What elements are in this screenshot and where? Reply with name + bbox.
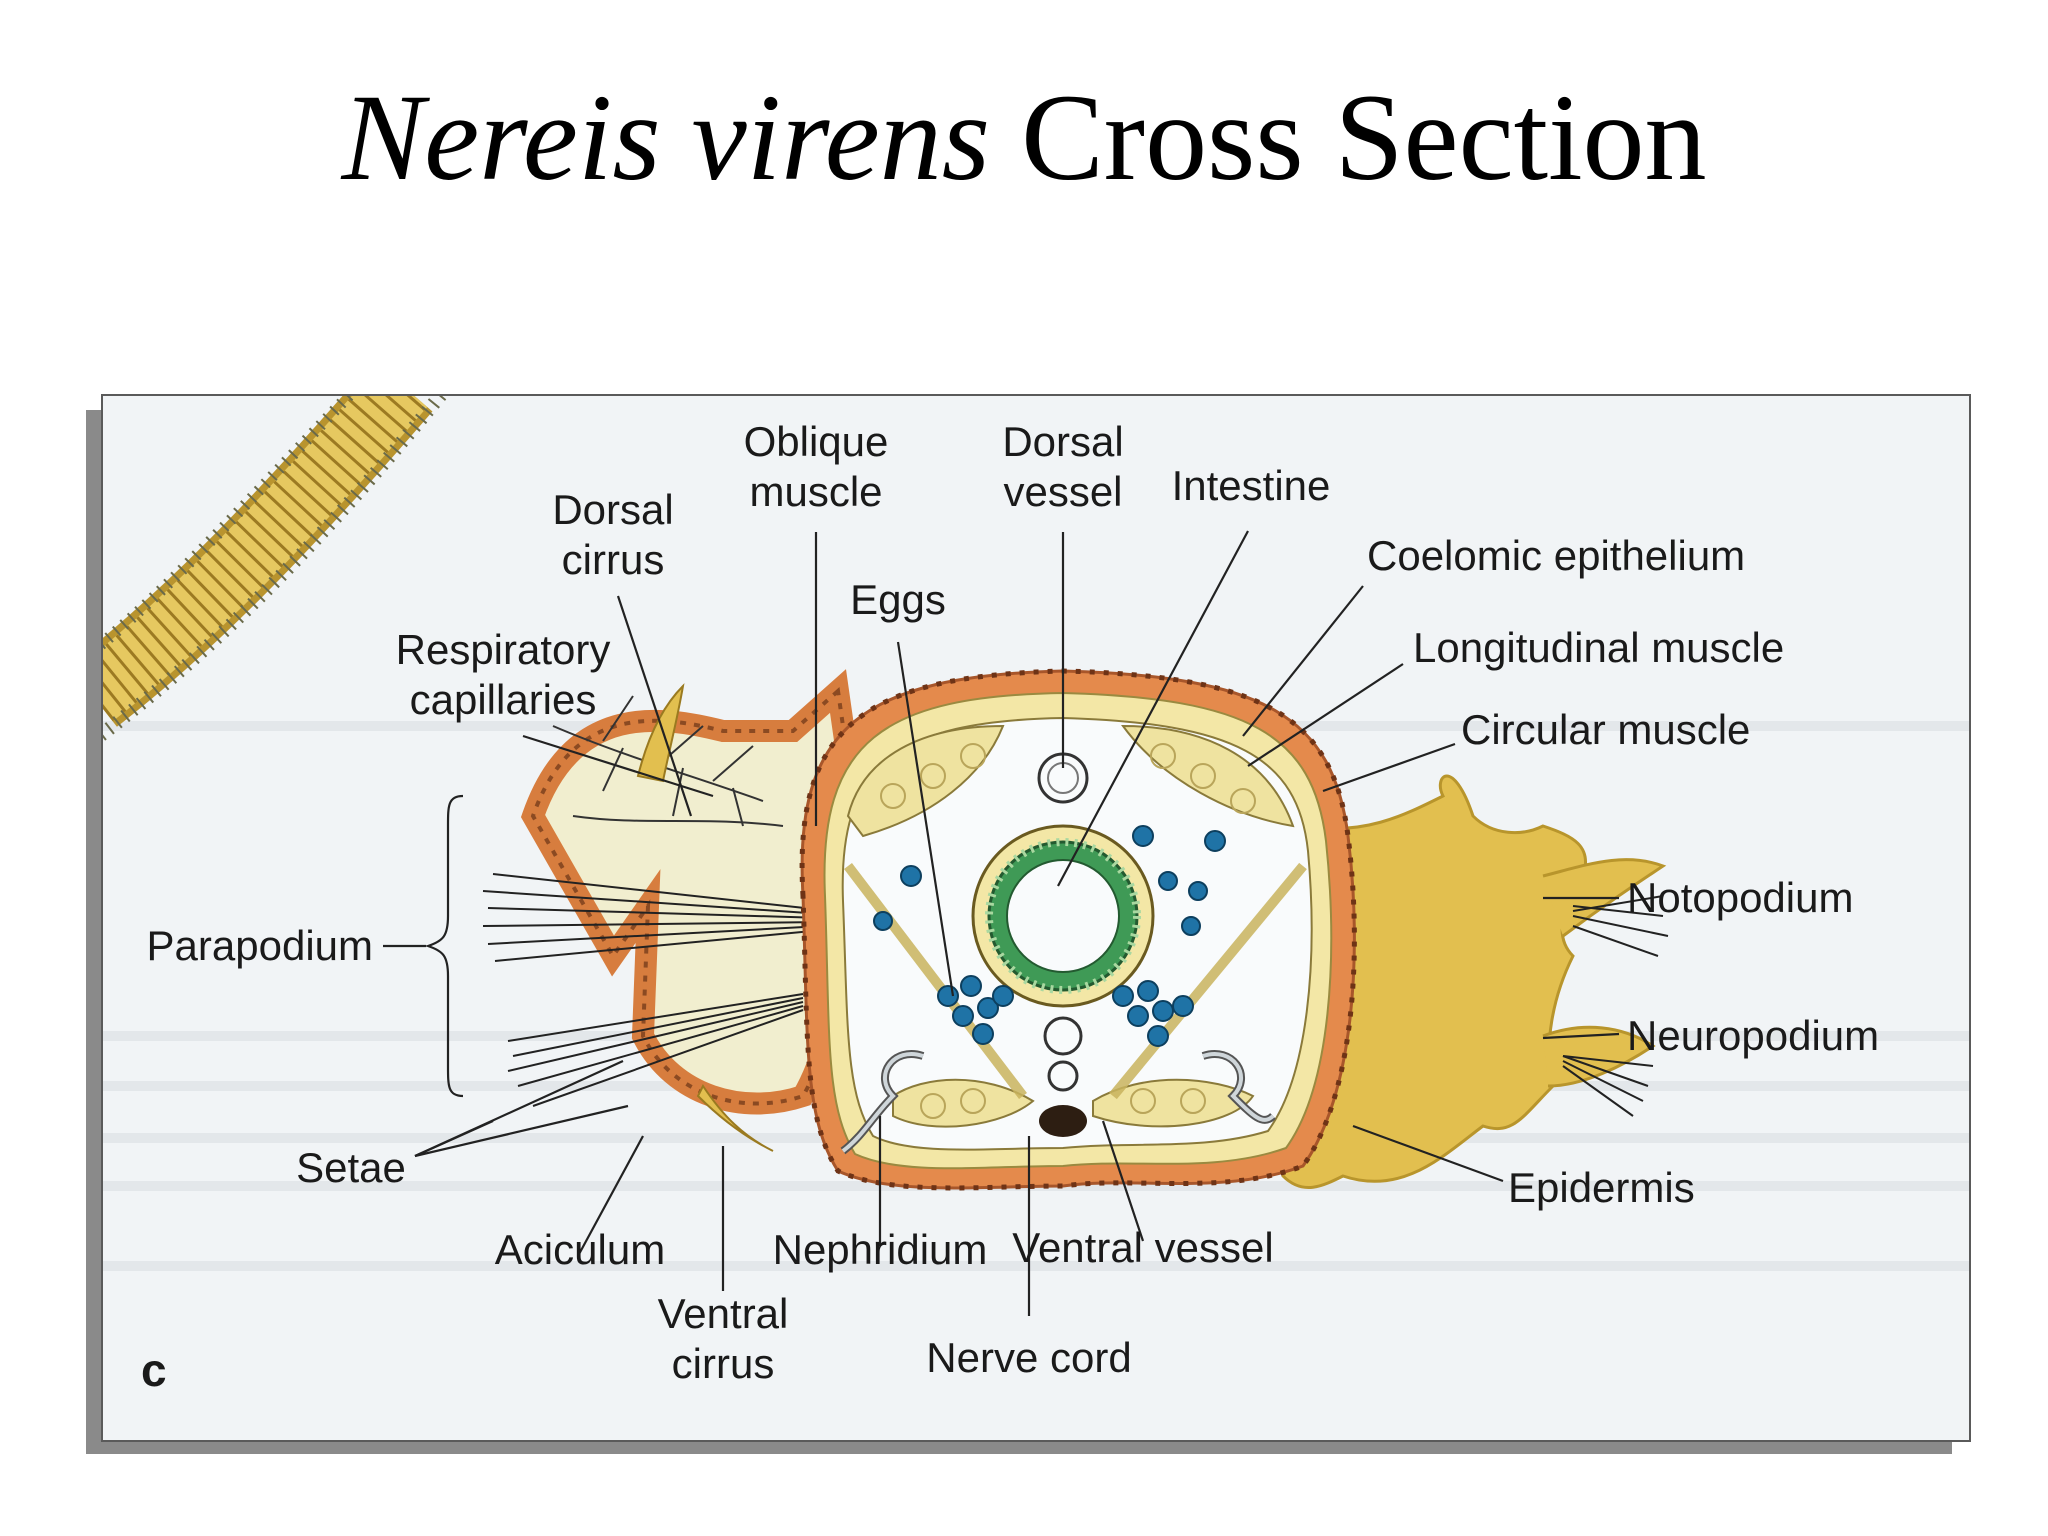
label-dorsal-vessel-1: Dorsal (1002, 418, 1123, 465)
label-respiratory-capillaries-1: Respiratory (396, 626, 611, 673)
leader-lines (383, 530, 1620, 1316)
setae (482, 873, 824, 1107)
title-species: Nereis virens (341, 69, 991, 206)
whole-worm-illustration (103, 396, 449, 743)
slide-title: Nereis virens Cross Section (0, 69, 2048, 206)
label-neuropodium: Neuropodium (1627, 1012, 1879, 1059)
label-eggs: Eggs (850, 576, 946, 623)
label-nephridium: Nephridium (773, 1226, 988, 1273)
longitudinal-muscles (846, 724, 1295, 1128)
label-ventral-vessel: Ventral vessel (1012, 1224, 1273, 1271)
cross-section-diagram: Oblique muscle Dorsal vessel Intestine D… (103, 396, 1969, 1396)
muscle-texture (880, 743, 1256, 1119)
label-dorsal-vessel-2: vessel (1003, 468, 1122, 515)
label-dorsal-cirrus-2: cirrus (562, 536, 665, 583)
dorsal-cirrus-shape (636, 683, 685, 783)
label-epidermis: Epidermis (1508, 1164, 1695, 1211)
label-respiratory-capillaries-2: capillaries (410, 676, 597, 723)
label-oblique-muscle-1: Oblique (744, 418, 889, 465)
label-intestine: Intestine (1172, 462, 1331, 509)
label-dorsal-cirrus-1: Dorsal (552, 486, 673, 533)
label-notopodium: Notopodium (1627, 874, 1853, 921)
label-aciculum: Aciculum (495, 1226, 665, 1273)
oblique-muscles (844, 862, 1307, 1100)
panel-letter: c (141, 1344, 167, 1396)
notopodium-setae (1562, 895, 1669, 1117)
nerve-cord (1039, 1105, 1087, 1137)
title-rest: Cross Section (1021, 69, 1707, 206)
label-ventral-cirrus-1: Ventral (658, 1290, 789, 1337)
label-nerve-cord: Nerve cord (926, 1334, 1131, 1381)
eggs (873, 825, 1226, 1047)
label-ventral-cirrus-2: cirrus (672, 1340, 775, 1387)
ventral-cirrus-shape (696, 1084, 774, 1152)
figure-frame: Oblique muscle Dorsal vessel Intestine D… (101, 394, 1971, 1442)
label-circular-muscle: Circular muscle (1461, 706, 1750, 753)
parapodium-brace (424, 794, 464, 1098)
label-setae: Setae (296, 1144, 406, 1191)
label-parapodium: Parapodium (147, 922, 373, 969)
label-oblique-muscle-2: muscle (749, 468, 882, 515)
ventral-vessel (1043, 1016, 1083, 1092)
nephridia-inner (841, 1052, 1275, 1153)
label-coelomic-epithelium: Coelomic epithelium (1367, 532, 1745, 579)
label-longitudinal-muscle: Longitudinal muscle (1413, 624, 1784, 671)
intestine (971, 824, 1155, 1008)
